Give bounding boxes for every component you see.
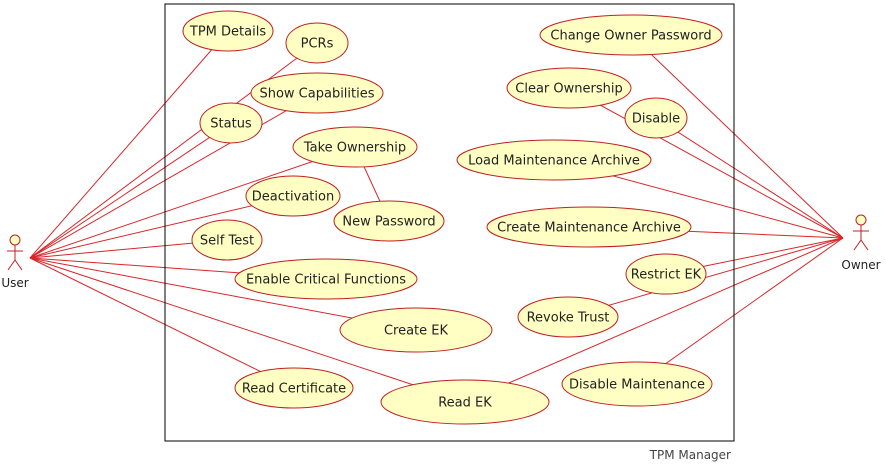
system-boundary xyxy=(164,3,735,442)
actor-user[interactable]: User xyxy=(1,234,29,290)
use-case-restrict-ek[interactable]: Restrict EK xyxy=(625,253,707,295)
association-owner-read-ek xyxy=(464,237,844,403)
use-case-label: Disable xyxy=(632,112,680,127)
use-case-ellipse xyxy=(561,361,713,407)
use-case-label: Create EK xyxy=(384,324,449,339)
association-user-status xyxy=(29,122,232,259)
use-case-label: Read EK xyxy=(438,396,492,411)
use-case-ellipse xyxy=(486,206,692,248)
use-case-show-capabilities[interactable]: Show Capabilities xyxy=(250,72,384,114)
use-case-label: Self Test xyxy=(200,234,254,249)
use-case-label: Change Owner Password xyxy=(550,29,711,44)
use-case-ellipse xyxy=(191,219,263,261)
actor-label: Owner xyxy=(841,258,880,272)
use-case-status[interactable]: Status xyxy=(199,102,263,144)
association-user-tpm-details xyxy=(29,30,229,259)
association-owner-change-owner-password xyxy=(630,34,844,239)
use-case-label: Load Maintenance Archive xyxy=(468,154,640,169)
use-case-enable-critical-functions[interactable]: Enable Critical Functions xyxy=(234,258,418,300)
use-case-ellipse xyxy=(333,200,445,242)
association-user-read-ek xyxy=(29,257,466,403)
actor-right-leg xyxy=(14,259,23,271)
use-case-label: Status xyxy=(210,117,252,132)
use-case-ellipse xyxy=(234,367,354,409)
use-case-label: Show Capabilities xyxy=(259,87,374,102)
use-case-label: Restrict EK xyxy=(631,268,702,283)
use-case-ellipse xyxy=(285,22,349,64)
use-case-read-ek[interactable]: Read EK xyxy=(380,379,550,425)
association-user-read-certificate xyxy=(29,257,295,389)
use-case-load-maintenance-archive[interactable]: Load Maintenance Archive xyxy=(456,139,652,181)
actor-right-leg xyxy=(860,239,869,251)
actor-left-leg xyxy=(7,259,16,271)
use-case-ellipse xyxy=(380,379,550,425)
use-case-tpm-details[interactable]: TPM Details xyxy=(182,10,274,52)
use-case-label: Enable Critical Functions xyxy=(246,273,406,288)
actor-owner[interactable]: Owner xyxy=(841,214,881,272)
use-case-label: TPM Details xyxy=(189,25,266,40)
actors: User Owner xyxy=(1,214,881,290)
use-case-change-owner-password[interactable]: Change Owner Password xyxy=(539,14,723,56)
use-case-ellipse xyxy=(339,307,493,353)
actor-head xyxy=(9,234,21,246)
use-case-label: Create Maintenance Archive xyxy=(497,221,681,236)
use-case-label: Deactivation xyxy=(252,190,334,205)
association-user-show-capabilities xyxy=(29,92,318,259)
use-case-label: Read Certificate xyxy=(242,382,346,397)
use-case-take-ownership[interactable]: Take Ownership xyxy=(292,126,418,168)
use-case-ellipse xyxy=(292,126,418,168)
use-case-ellipse xyxy=(456,139,652,181)
use-case-label: Disable Maintenance xyxy=(569,378,705,393)
use-case-ellipse xyxy=(245,175,341,217)
use-case-clear-ownership[interactable]: Clear Ownership xyxy=(506,67,632,109)
use-case-label: PCRs xyxy=(301,37,334,52)
use-case-self-test[interactable]: Self Test xyxy=(191,219,263,261)
use-case-ellipse xyxy=(234,258,418,300)
use-case-label: Revoke Trust xyxy=(527,311,610,326)
use-case-pcrs[interactable]: PCRs xyxy=(285,22,349,64)
association-user-pcrs xyxy=(29,42,318,259)
use-case-ellipse xyxy=(250,72,384,114)
use-case-ellipse xyxy=(182,10,274,52)
use-case-read-certificate[interactable]: Read Certificate xyxy=(234,367,354,409)
use-case-ellipse xyxy=(506,67,632,109)
use-case-ellipse xyxy=(625,253,707,295)
use-case-disable[interactable]: Disable xyxy=(624,97,688,139)
association-owner-disable xyxy=(655,117,844,239)
association-owner-clear-ownership xyxy=(568,87,844,239)
system-name: TPM Manager xyxy=(649,448,731,462)
use-case-revoke-trust[interactable]: Revoke Trust xyxy=(517,296,619,338)
association-owner-disable-maintenance xyxy=(636,237,844,385)
use-case-ellipse xyxy=(199,102,263,144)
use-case-ellipse xyxy=(517,296,619,338)
use-case-create-ek[interactable]: Create EK xyxy=(339,307,493,353)
use-case-deactivation[interactable]: Deactivation xyxy=(245,175,341,217)
use-case-label: Take Ownership xyxy=(303,141,406,156)
actor-head xyxy=(855,214,867,226)
use-case-disable-maintenance[interactable]: Disable Maintenance xyxy=(561,361,713,407)
actor-left-leg xyxy=(853,239,862,251)
use-case-ellipse xyxy=(624,97,688,139)
association-user-take-ownership xyxy=(29,146,356,259)
use-case-new-password[interactable]: New Password xyxy=(333,200,445,242)
actor-label: User xyxy=(1,276,28,290)
use-case-label: New Password xyxy=(342,215,435,230)
use-case-create-maintenance-archive[interactable]: Create Maintenance Archive xyxy=(486,206,692,248)
association-user-deactivation xyxy=(29,195,294,259)
use-case-label: Clear Ownership xyxy=(515,82,622,97)
use-case-ellipse xyxy=(539,14,723,56)
